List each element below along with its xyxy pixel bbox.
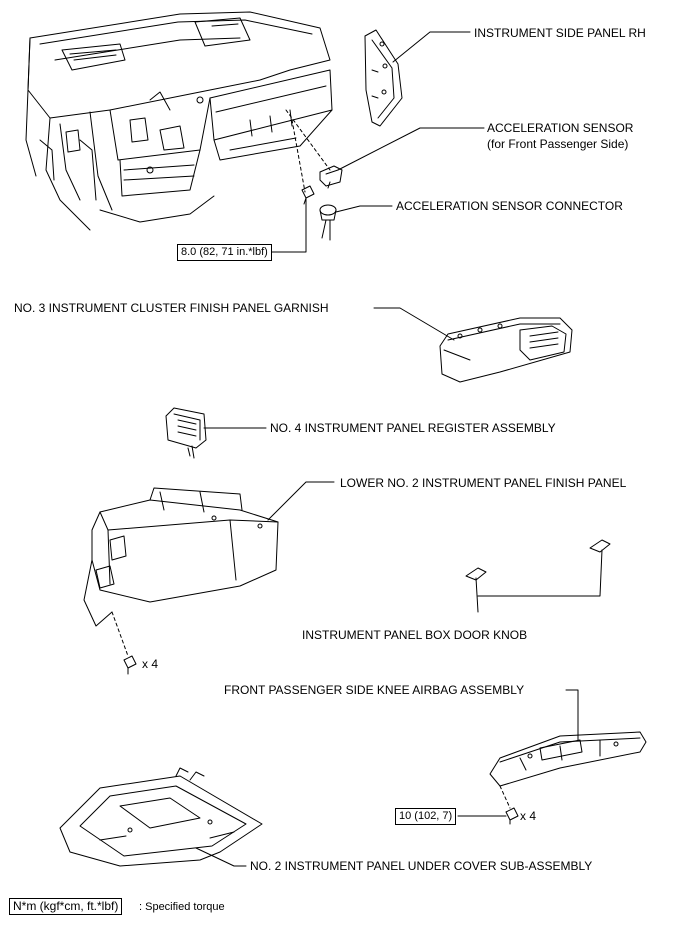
label-lower-finish-panel: LOWER NO. 2 INSTRUMENT PANEL FINISH PANE… [340,476,627,490]
label-accel-sensor-connector: ACCELERATION SENSOR CONNECTOR [396,199,623,213]
torque-airbag-bolt: 10 (102, 7) [395,808,457,825]
side-panel-rh-drawing [364,29,403,127]
leader-garnish [373,307,455,341]
label-register-assy: NO. 4 INSTRUMENT PANEL REGISTER ASSEMBLY [270,421,556,435]
label-cluster-garnish: NO. 3 INSTRUMENT CLUSTER FINISH PANEL GA… [14,301,329,315]
qty-glovebox-screws: x 4 [142,657,159,671]
lower-finish-panel-drawing [83,487,279,627]
leader-knobs [475,549,603,613]
airbag-bolt-drawing [505,807,519,825]
leader-airbag [565,689,579,741]
knee-airbag-drawing [489,731,647,787]
cluster-garnish-drawing [439,317,573,383]
leader-connector [335,205,393,213]
torque-sensor-bolt: 8.0 (82, 71 in.*lbf) [177,244,272,261]
box-door-knob-drawing [465,539,611,581]
label-box-door-knob: INSTRUMENT PANEL BOX DOOR KNOB [302,628,528,642]
leader-side-panel [392,31,471,63]
location-guide-lines [285,109,331,193]
glovebox-screw-drawing [123,655,137,675]
label-side-panel-rh: INSTRUMENT SIDE PANEL RH [474,26,646,40]
airbag-bolt-guide [499,785,511,809]
qty-airbag-bolts: x 4 [520,809,537,823]
label-under-cover: NO. 2 INSTRUMENT PANEL UNDER COVER SUB-A… [250,859,593,873]
under-cover-drawing [59,767,263,867]
leader-sensor-bolt [271,197,307,253]
sensor-bolt-drawing [301,185,315,205]
register-assy-drawing [165,407,207,459]
glovebox-screw-guide [111,611,129,657]
label-accel-sensor: ACCELERATION SENSOR [487,121,634,135]
legend-description: : Specified torque [139,901,225,913]
label-accel-sensor-note: (for Front Passenger Side) [487,137,629,151]
leader-lower-finish [267,481,335,521]
accel-sensor-connector-drawing [319,204,337,241]
instrument-panel-drawing [25,11,333,231]
legend-unit-box: N*m (kgf*cm, ft.*lbf) [9,898,123,915]
accel-sensor-drawing [319,165,343,189]
label-knee-airbag: FRONT PASSENGER SIDE KNEE AIRBAG ASSEMBL… [224,683,525,697]
leader-accel-sensor [337,127,485,171]
leader-under-cover [195,847,247,867]
